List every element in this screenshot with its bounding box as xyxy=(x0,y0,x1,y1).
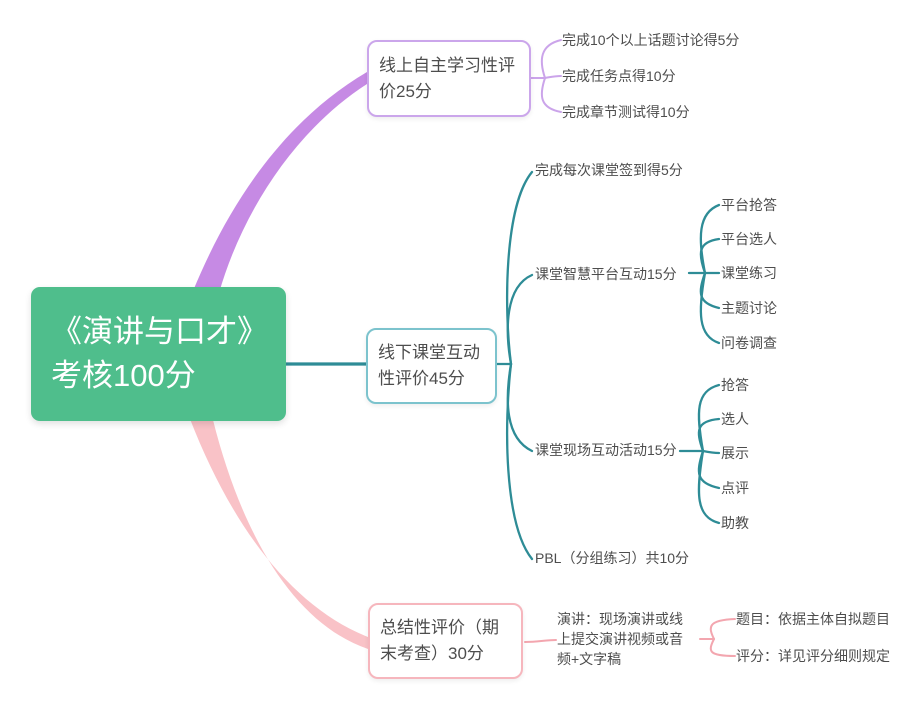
leaf-topic-discussion[interactable]: 完成10个以上话题讨论得5分 xyxy=(562,32,740,48)
leaf-chapter-test[interactable]: 完成章节测试得10分 xyxy=(562,104,690,120)
branch-curve-online xyxy=(193,72,367,293)
branch-box-summary[interactable]: 总结性评价（期末考查）30分 xyxy=(368,603,523,679)
root-node[interactable]: 《演讲与口才》考核100分 xyxy=(31,287,286,421)
node-live-interaction[interactable]: 课堂现场互动活动15分 xyxy=(535,442,677,458)
leaf-pick[interactable]: 选人 xyxy=(721,411,749,427)
leaf-class-exercise[interactable]: 课堂练习 xyxy=(721,265,777,281)
leaf-task-points[interactable]: 完成任务点得10分 xyxy=(562,68,676,84)
branch-box-online[interactable]: 线上自主学习性评价25分 xyxy=(367,40,531,117)
branch-box-offline[interactable]: 线下课堂互动性评价45分 xyxy=(366,328,497,404)
node-speech[interactable]: 演讲：现场演讲或线上提交演讲视频或音频+文字稿 xyxy=(557,611,683,667)
branch-curve-summary xyxy=(190,419,368,649)
leaf-platform-buzz[interactable]: 平台抢答 xyxy=(721,197,777,213)
offline-braces xyxy=(495,170,721,561)
leaf-topic-discuss[interactable]: 主题讨论 xyxy=(721,300,777,316)
leaf-pbl[interactable]: PBL（分组练习）共10分 xyxy=(535,550,690,566)
summary-braces xyxy=(524,618,736,657)
leaf-show[interactable]: 展示 xyxy=(721,445,749,461)
leaf-survey[interactable]: 问卷调查 xyxy=(721,335,777,351)
leaf-title-rule[interactable]: 题目：依据主体自拟题目 xyxy=(736,611,890,627)
node-smart-platform[interactable]: 课堂智慧平台互动15分 xyxy=(535,266,677,282)
leaf-platform-pick[interactable]: 平台选人 xyxy=(721,231,777,247)
leaf-comment[interactable]: 点评 xyxy=(721,480,749,496)
leaf-signin[interactable]: 完成每次课堂签到得5分 xyxy=(535,162,683,178)
online-braces xyxy=(530,39,562,113)
leaf-assistant[interactable]: 助教 xyxy=(721,515,749,531)
leaf-buzz[interactable]: 抢答 xyxy=(721,377,749,393)
leaf-scoring-rule[interactable]: 评分：详见评分细则规定 xyxy=(736,648,890,664)
